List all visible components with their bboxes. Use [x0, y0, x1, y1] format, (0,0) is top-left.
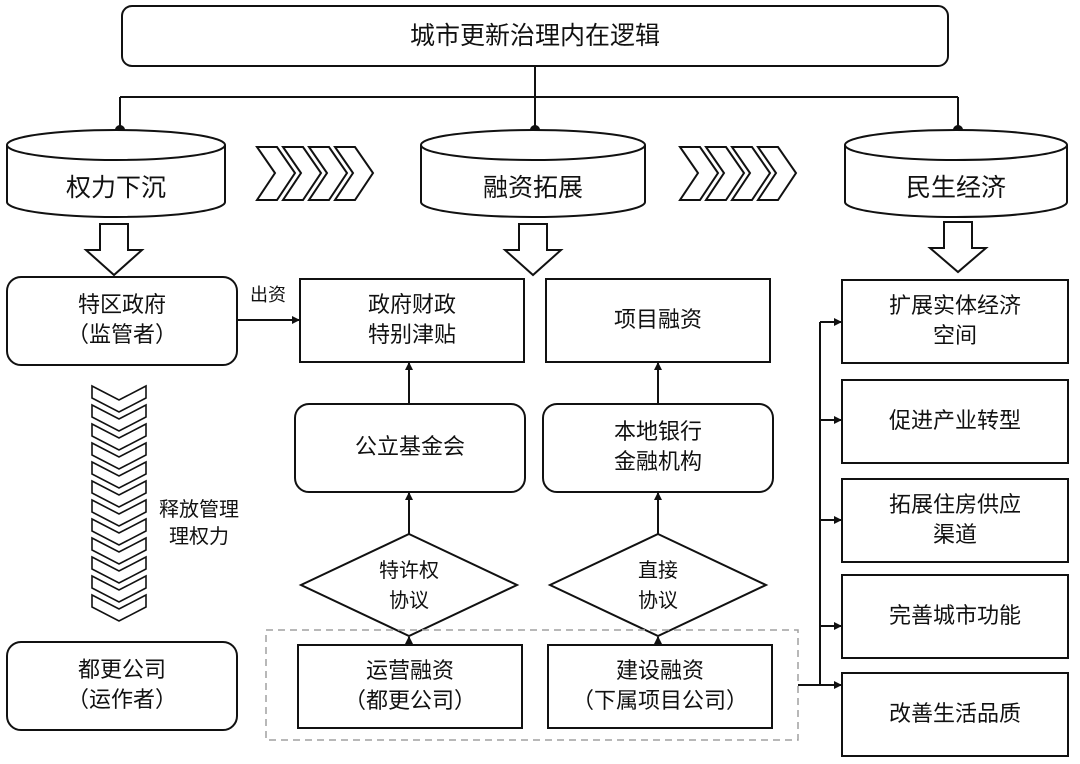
operator-label: 都更公司 （运作者） [66, 658, 177, 713]
chevron-down-icon [91, 422, 147, 451]
title-connector [119, 66, 959, 130]
franchise-label: 特许权 协议 [379, 558, 439, 612]
right-box-3 [841, 478, 1069, 563]
chevron-right-icon [255, 146, 375, 201]
chevron-down-icon [91, 384, 147, 413]
chevron-down-icon [91, 555, 147, 584]
subsidy-box [299, 278, 525, 363]
foundation-label: 公立基金会 [354, 435, 465, 461]
right-box-1 [841, 279, 1069, 364]
chevron-down-icon [91, 574, 147, 603]
release-label: 释放管理 理权力 [159, 497, 239, 548]
right-box-2 [841, 379, 1069, 464]
right-item-1: 扩展实体经济 空间 [888, 293, 1021, 349]
financing-group [265, 629, 799, 741]
page-title: 城市更新治理内在逻辑 [409, 21, 660, 51]
subsidy-label: 政府财政 特别津贴 [367, 292, 456, 348]
pillar-power: 权力下沉 [65, 172, 166, 202]
cylinder-finance [420, 129, 646, 218]
project-finance-label: 项目融资 [613, 307, 702, 333]
chevron-down-stack-icon [91, 384, 147, 622]
right-box-5 [841, 672, 1069, 757]
down-arrow-icon [502, 223, 564, 277]
bank-label: 本地银行 金融机构 [613, 420, 702, 475]
chevron-down-icon [91, 593, 147, 622]
construction-finance-box [547, 644, 773, 729]
cylinder-livelihood [844, 129, 1068, 218]
right-box-4 [841, 574, 1069, 659]
chevron-down-icon [91, 403, 147, 432]
project-finance-box [545, 278, 771, 363]
fund-label: 出资 [250, 284, 286, 306]
operator-box [6, 641, 238, 731]
chevron-down-icon [91, 441, 147, 470]
construction-finance-label: 建设融资 （下属项目公司） [571, 658, 748, 714]
operating-finance-label: 运营融资 （都更公司） [343, 658, 476, 714]
chevron-down-icon [91, 479, 147, 508]
right-item-2: 促进产业转型 [888, 408, 1021, 434]
right-item-3: 拓展住房供应 渠道 [888, 492, 1021, 548]
direct-label: 直接 协议 [638, 558, 678, 612]
cylinder-power [6, 129, 226, 218]
chevron-down-icon [91, 460, 147, 489]
pillar-livelihood: 民生经济 [905, 172, 1006, 202]
chevron-right-icon [678, 146, 798, 201]
gov-label: 特区政府 （监管者） [66, 293, 177, 348]
operating-finance-box [297, 644, 523, 729]
down-arrow-icon [927, 221, 989, 274]
right-item-4: 完善城市功能 [888, 603, 1021, 629]
pillar-finance: 融资拓展 [482, 172, 583, 202]
chevron-down-icon [91, 517, 147, 546]
chevron-down-icon [91, 536, 147, 565]
down-arrow-icon [83, 223, 145, 277]
right-item-5: 改善生活品质 [888, 701, 1021, 727]
chevron-down-icon [91, 498, 147, 527]
